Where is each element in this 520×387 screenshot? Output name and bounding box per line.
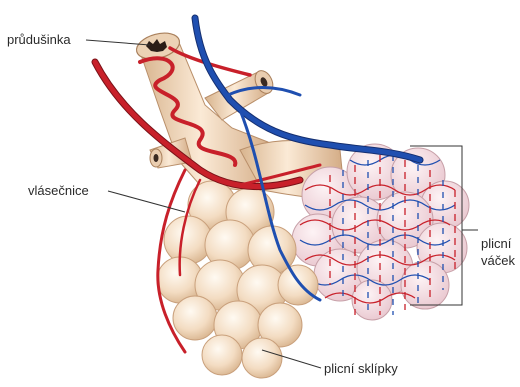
alveolar-sac: [292, 144, 469, 320]
label-capillary: vlásečnice: [28, 183, 89, 198]
label-alveoli: plicní sklípky: [324, 361, 398, 376]
label-alveolar-sac-line2: váček: [481, 253, 515, 268]
label-bronchiole: průdušinka: [7, 32, 71, 47]
label-alveolar-sac-line1: plicní: [481, 236, 511, 251]
